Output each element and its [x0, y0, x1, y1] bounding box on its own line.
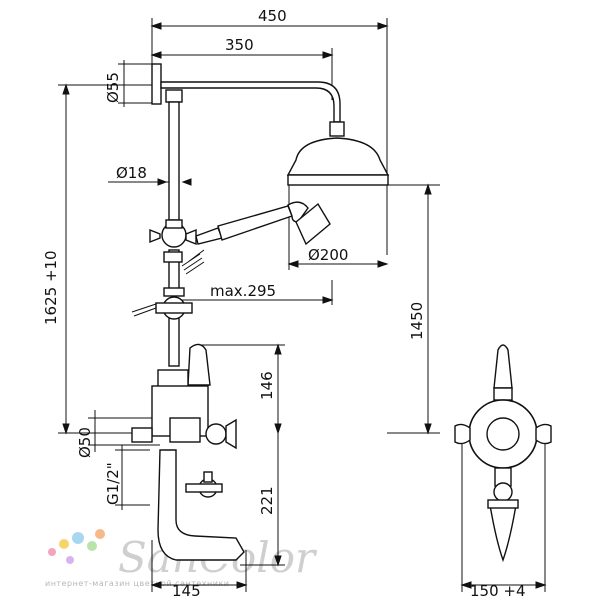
dim-height-head-label: 1450: [408, 302, 426, 340]
dim-dia-body: Ø50: [76, 410, 160, 458]
dim-height-spout: 221: [240, 433, 285, 567]
dim-width-total: 450: [150, 7, 389, 255]
dim-dia-body-label: Ø50: [76, 427, 94, 458]
dim-height-total-label: 1625 +10: [42, 250, 60, 325]
shower-arm: [160, 81, 341, 123]
dim-height-mixer-label: 146: [258, 371, 276, 400]
watermark-dot: [95, 529, 105, 539]
hose: [181, 249, 205, 275]
watermark-dot: [48, 548, 56, 556]
watermark-dot: [66, 556, 74, 564]
dim-depth-spout-label: 145: [172, 582, 201, 600]
front-handle-left: [454, 423, 471, 445]
dim-width-arm-label: 350: [225, 36, 254, 54]
dim-height-head: 1450: [387, 183, 440, 435]
dim-thread: G1/2": [104, 445, 150, 510]
head-nut: [329, 121, 345, 137]
dim-dia-rod: Ø18: [108, 164, 192, 186]
watermark-dot: [59, 539, 69, 549]
watermark-dots: [48, 529, 105, 564]
shower-head: [286, 137, 390, 176]
front-handle-right: [535, 423, 552, 445]
front-tap: [493, 482, 513, 502]
dim-height-mixer: 146: [200, 343, 285, 435]
dim-max-hand: max.295: [176, 280, 334, 305]
front-spout: [489, 504, 517, 563]
dim-center-distance-label: 150 +4: [470, 582, 526, 600]
dim-width-total-label: 450: [258, 7, 287, 25]
bath-spout: [157, 449, 245, 561]
watermark-dot: [72, 532, 84, 544]
mixer-front-view: [454, 344, 552, 563]
dim-center-distance: 150 +4: [460, 440, 547, 600]
front-lever: [493, 344, 513, 389]
dim-depth-spout: 145: [150, 540, 248, 600]
dim-dia-head: Ø200: [287, 185, 389, 270]
dim-dia-rod-label: Ø18: [116, 164, 147, 182]
dim-dia-flange-label: Ø55: [104, 72, 122, 103]
dim-dia-head-label: Ø200: [308, 246, 348, 264]
wall-flange: [151, 63, 162, 105]
shower-column: [131, 63, 390, 561]
dim-max-hand-label: max.295: [210, 282, 276, 300]
mixer-lever: [187, 343, 211, 386]
hand-shower-head: [295, 202, 331, 246]
watermark-tagline: интернет-магазин цветной сантехники: [45, 579, 229, 588]
rod-connector: [165, 89, 183, 103]
dim-thread-label: G1/2": [104, 462, 122, 505]
riser-rod: [168, 101, 180, 221]
dim-height-spout-label: 221: [258, 486, 276, 515]
watermark-dot: [87, 541, 97, 551]
dim-height-total: 1625 +10: [42, 83, 160, 435]
hand-shower: [217, 205, 293, 241]
